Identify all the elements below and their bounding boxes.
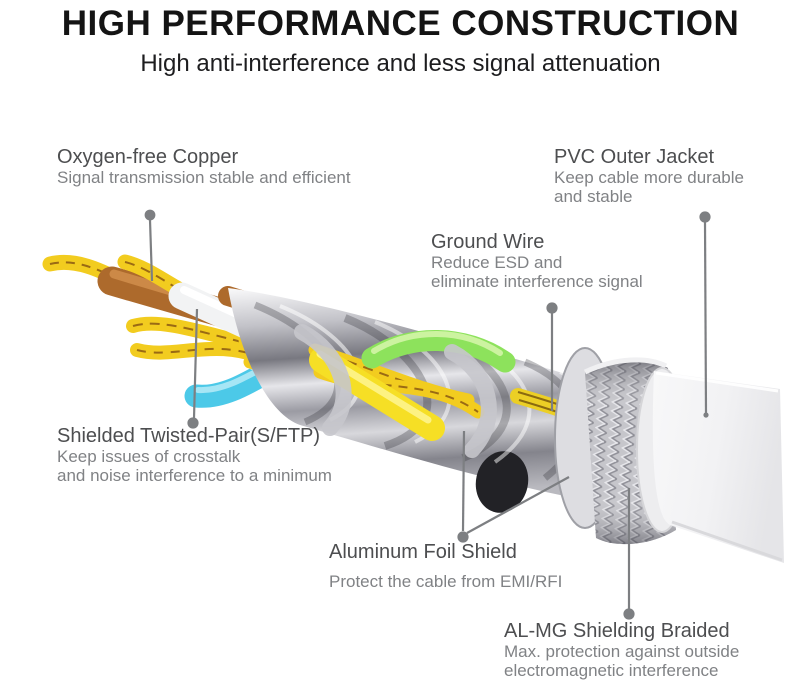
callout-line-oxygen-free-copper bbox=[148, 219, 154, 282]
callout-al-mg-shielding-braided: AL-MG Shielding Braided Max. protection … bbox=[504, 620, 739, 680]
callout-line-pvc-outer-jacket bbox=[703, 221, 708, 415]
callout-leaders bbox=[144, 209, 711, 620]
callout-line: Keep issues of crosstalk bbox=[57, 447, 241, 466]
callout-line: Reduce ESD and bbox=[431, 253, 563, 272]
callout-dot-oxygen-free-copper bbox=[144, 209, 156, 221]
callout-line: and stable bbox=[554, 187, 633, 206]
callout-shielded-twisted-pair: Shielded Twisted-Pair(S/FTP) Keep issues… bbox=[57, 425, 332, 485]
callout-heading: Ground Wire bbox=[431, 231, 545, 253]
ground-wire-shape bbox=[361, 330, 516, 373]
middle-wires bbox=[294, 324, 604, 458]
callout-heading: Oxygen-free Copper bbox=[57, 146, 239, 168]
callout-line: Protect the cable from EMI/RFI bbox=[329, 572, 563, 591]
callout-line-shielded-twisted-pair bbox=[192, 308, 199, 419]
callout-heading: Aluminum Foil Shield bbox=[329, 541, 517, 563]
callout-line: eliminate interference signal bbox=[431, 272, 643, 291]
callout-dot-ground-wire bbox=[546, 302, 558, 314]
callout-heading: AL-MG Shielding Braided bbox=[504, 620, 730, 642]
callout-line: Max. protection against outside bbox=[504, 642, 740, 661]
callout-dot-aluminum-foil bbox=[457, 531, 469, 543]
callout-line: electromagnetic interference bbox=[504, 661, 719, 680]
callout-line: Keep cable more durable bbox=[554, 168, 744, 187]
pvc-jacket-shape bbox=[636, 367, 784, 563]
callout-aluminum-foil-shield: Aluminum Foil Shield Protect the cable f… bbox=[329, 541, 562, 591]
callout-heading: Shielded Twisted-Pair(S/FTP) bbox=[57, 425, 321, 447]
callout-dot-pvc-outer-jacket bbox=[699, 211, 711, 223]
callout-line: and noise interference to a minimum bbox=[57, 466, 332, 485]
callout-ground-wire: Ground Wire Reduce ESD and eliminate int… bbox=[431, 231, 643, 291]
foil-opening-hole bbox=[475, 451, 529, 513]
callout-pvc-outer-jacket: PVC Outer Jacket Keep cable more durable… bbox=[554, 146, 744, 206]
callout-oxygen-free-copper: Oxygen-free Copper Signal transmission s… bbox=[57, 146, 351, 187]
page-subtitle: High anti-interference and less signal a… bbox=[140, 50, 661, 77]
page-title: HIGH PERFORMANCE CONSTRUCTION bbox=[61, 4, 740, 43]
callout-dot-al-mg-braided bbox=[623, 608, 635, 620]
callout-dot-shielded-twisted-pair bbox=[187, 417, 199, 429]
callout-line-aluminum-foil-2 bbox=[466, 476, 570, 534]
callout-line: Signal transmission stable and efficient bbox=[57, 168, 351, 187]
callout-line-aluminum-foil-1 bbox=[461, 430, 466, 532]
callout-heading: PVC Outer Jacket bbox=[554, 146, 715, 168]
